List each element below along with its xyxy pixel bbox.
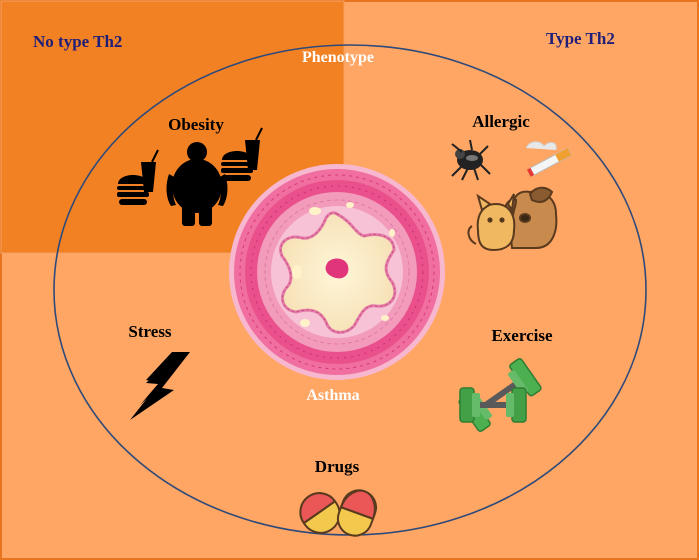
asthma-label: Asthma <box>306 387 359 404</box>
airway-cross-section-icon <box>229 164 445 380</box>
type-th2-label: Type Th2 <box>546 29 615 48</box>
obese-person-icon <box>166 142 228 226</box>
phenotype-label: Phenotype <box>302 49 374 66</box>
stress-label: Stress <box>128 322 172 341</box>
no-type-th2-label: No type Th2 <box>33 32 122 51</box>
allergic-label: Allergic <box>472 112 530 131</box>
pills-icon <box>299 489 378 537</box>
lightning-icon <box>130 352 190 420</box>
dumbbell-icon <box>458 358 542 432</box>
exercise-label: Exercise <box>491 326 553 345</box>
cat-dog-icon <box>467 186 558 252</box>
burger-icon <box>117 127 263 205</box>
cigarette-icon <box>525 141 572 177</box>
dust-mite-icon <box>451 139 491 181</box>
obesity-label: Obesity <box>168 115 224 134</box>
drugs-label: Drugs <box>315 457 360 476</box>
